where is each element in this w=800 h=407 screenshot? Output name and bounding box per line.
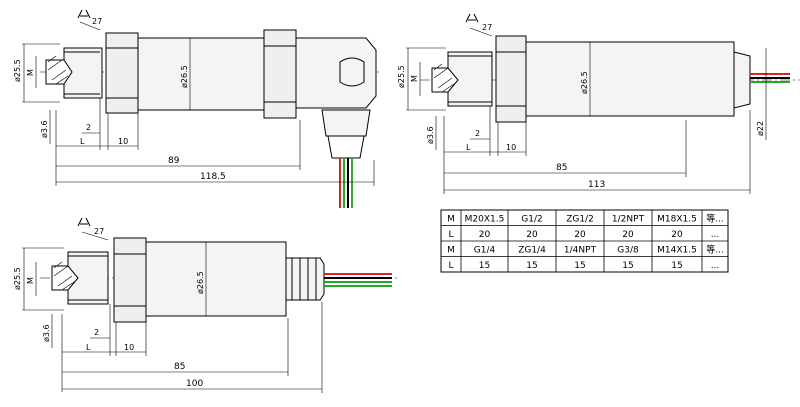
sensor-body: [145, 241, 287, 317]
table-cell: 20: [479, 230, 491, 240]
bore-dia-label: ø3.6: [426, 126, 435, 144]
table-cell: 15: [671, 261, 682, 271]
thread-label: M: [26, 277, 35, 284]
body-dia-label: ø26.5: [180, 65, 189, 88]
hex-nut: [495, 35, 527, 123]
table-cell: 20: [574, 230, 586, 240]
table-cell: 20: [622, 230, 634, 240]
length-total-label: 113: [588, 180, 605, 190]
body-dia-label: ø26.5: [580, 71, 589, 94]
wrench-symbol: [77, 217, 91, 227]
angle-housing: [295, 37, 377, 109]
thread-label: M: [410, 75, 419, 82]
wrench-symbol: [77, 9, 91, 19]
hex-nut: [113, 237, 147, 323]
bore-dia-label: ø3.6: [42, 324, 51, 342]
view-cable-outlet: 27 ø25.5 M ø3.6 ø26.5 ø22 2 L 10 85 113: [397, 13, 800, 194]
outer-dia-label: ø25.5: [397, 65, 406, 88]
table-cell: M20X1.5: [465, 214, 505, 224]
table-cell: 1/2NPT: [612, 214, 645, 224]
table-cell: G3/8: [617, 245, 639, 255]
length-short-label: 85: [556, 163, 567, 173]
table-cell: M: [447, 214, 455, 224]
hex-length-label: 10: [118, 137, 128, 146]
table-cell: 等...: [706, 243, 724, 255]
table-cell: G1/2: [521, 214, 542, 224]
table-cell: ZG1/4: [518, 245, 546, 255]
table-cell: ...: [711, 230, 720, 240]
bore-dia-label: ø3.6: [40, 120, 49, 138]
table-cell: M: [447, 245, 455, 255]
table-cell: L: [448, 230, 453, 240]
view-angle-connector: 27 ø25.5 M ø3.6 ø26.5 2 L 10 89 118.5: [13, 9, 380, 208]
table-cell: 等...: [706, 212, 724, 224]
sensor-body: [525, 41, 735, 117]
cable-gland: [285, 257, 325, 301]
step-dim-label: 2: [86, 123, 91, 132]
sensor-body: [137, 37, 267, 111]
step-dim-label: 2: [475, 129, 480, 138]
length-short-label: 85: [174, 362, 185, 372]
cable-tail: [733, 51, 751, 109]
wrench-size-label: 27: [92, 17, 102, 26]
view-cable-gland: 27 ø25.5 M ø3.6 ø26.5 2 L 10 85 100: [13, 217, 400, 393]
thread-length-label: L: [80, 137, 85, 146]
outer-dia-label: ø25.5: [13, 59, 22, 82]
table-cell: 15: [574, 261, 585, 271]
body-dia-label: ø26.5: [196, 271, 205, 294]
table-cell: M14X1.5: [657, 245, 697, 255]
step-dim-label: 2: [94, 328, 99, 337]
table-cell: 20: [671, 230, 683, 240]
table-cell: G1/4: [474, 245, 496, 255]
table-cell: ...: [711, 261, 720, 271]
hex-nut: [105, 32, 139, 114]
table-cell: 20: [526, 230, 538, 240]
wrench-size-label: 27: [482, 23, 492, 32]
hex-length-label: 10: [124, 343, 134, 352]
table-cell: 15: [622, 261, 633, 271]
cable-gland-down: [321, 109, 371, 137]
table-cell: ZG1/2: [566, 214, 594, 224]
table-cell: 15: [526, 261, 537, 271]
hex-length-label: 10: [506, 143, 516, 152]
outer-dia-label: ø25.5: [13, 267, 22, 290]
thread-length-label: L: [86, 343, 91, 352]
thread-length-label: L: [466, 143, 471, 152]
wrench-symbol: [465, 13, 479, 23]
length-total-label: 100: [186, 379, 203, 389]
table-cell: 15: [479, 261, 490, 271]
length-total-label: 118.5: [200, 172, 226, 182]
thread-spec-table: M M20X1.5 G1/2 ZG1/2 1/2NPT M18X1.5 等... L 20 20 2…: [440, 209, 729, 273]
table-cell: 1/4NPT: [564, 245, 597, 255]
connector-coupling: [263, 29, 297, 119]
table-cell: L: [448, 261, 453, 271]
wrench-size-label: 27: [94, 227, 104, 236]
thread-label: M: [26, 69, 35, 76]
table-cell: M18X1.5: [657, 214, 697, 224]
length-short-label: 89: [168, 156, 180, 166]
cable-dia-label: ø22: [756, 121, 765, 136]
